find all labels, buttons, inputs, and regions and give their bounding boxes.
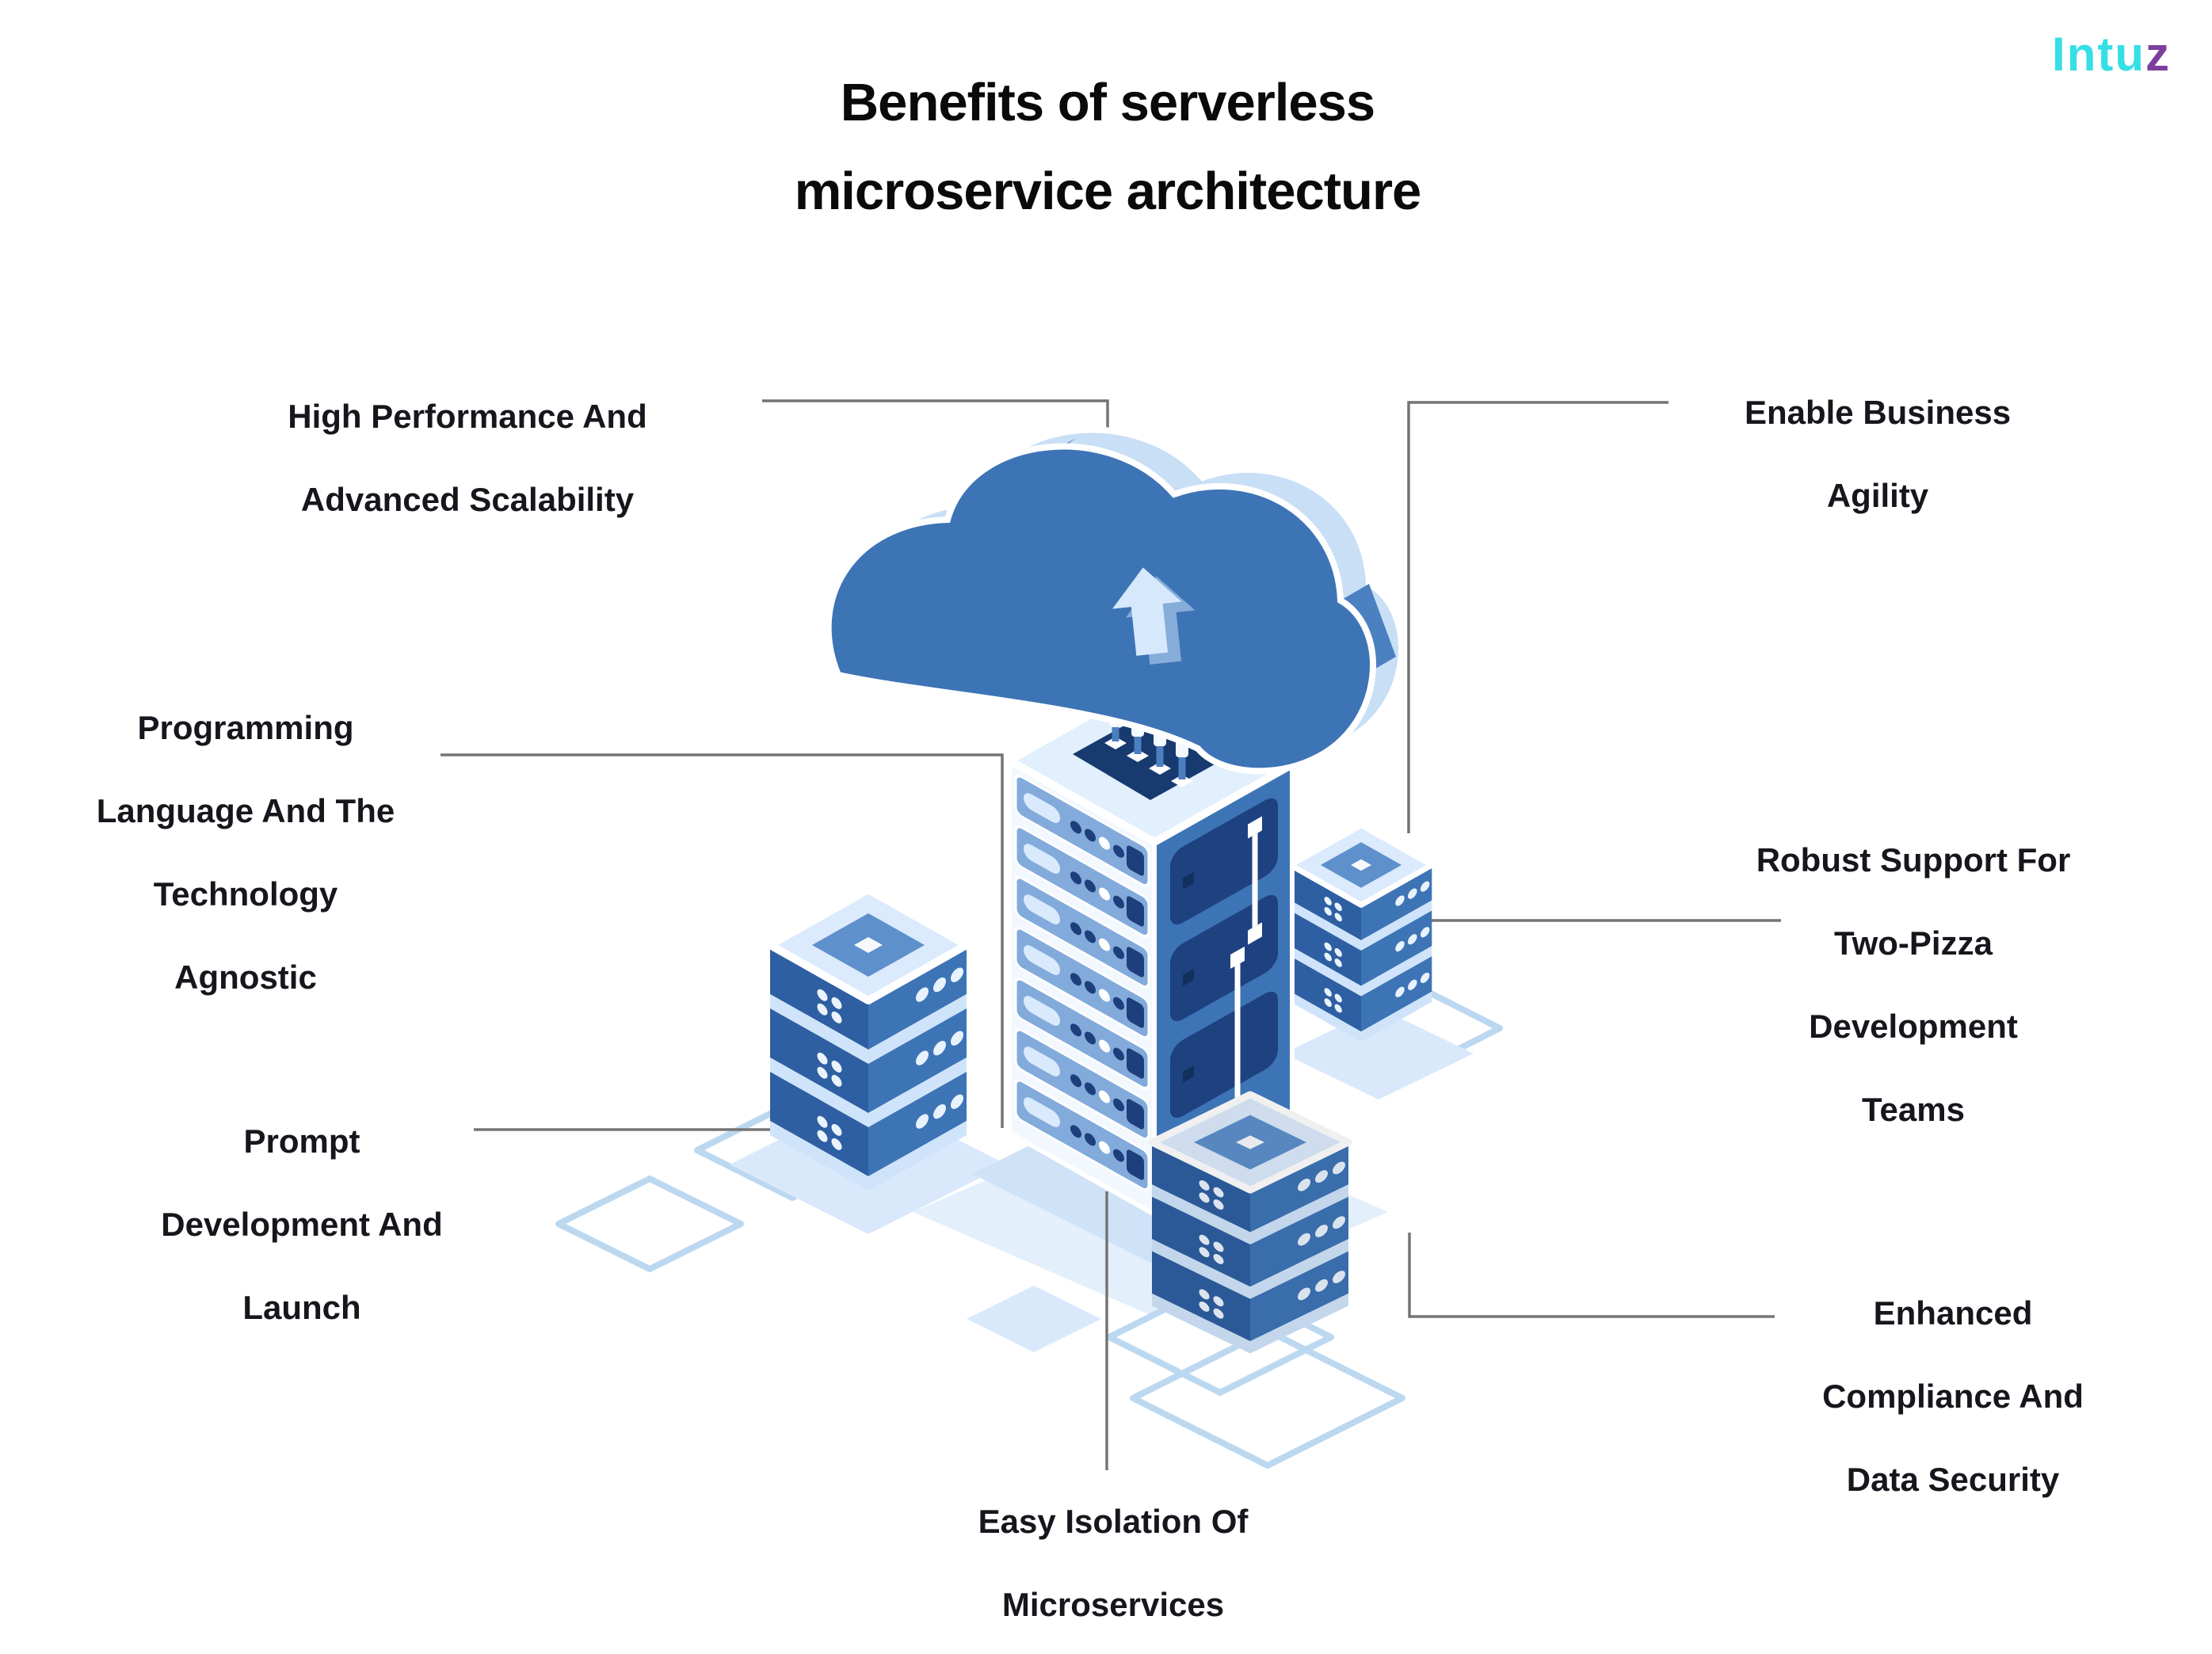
benefit-line: Teams xyxy=(1862,1091,1965,1128)
benefit-line: Microservices xyxy=(1001,1586,1225,1623)
logo-text: Intu xyxy=(2052,28,2145,81)
benefit-line: Agility xyxy=(1826,477,1929,514)
connector-lines xyxy=(440,399,1781,1470)
connector-language-agnostic xyxy=(440,753,1004,1128)
benefit-business-agility: Enable Business Agility xyxy=(1600,371,2155,537)
connector-compliance xyxy=(1408,1233,1775,1318)
benefit-line: Technology xyxy=(153,875,338,913)
page-title-line1: Benefits of serverless xyxy=(840,73,1375,132)
cable-sockets xyxy=(1104,737,1193,787)
benefit-line: Enhanced xyxy=(1873,1294,2033,1332)
page-title: Benefits of serverless microservice arch… xyxy=(553,59,1662,236)
logo-z: z xyxy=(2145,28,2171,81)
upload-arrow-icon xyxy=(1112,567,1196,665)
intuz-logo: Intuz xyxy=(2052,27,2171,82)
connector-business-agility xyxy=(1407,401,1669,833)
benefit-easy-isolation: Easy Isolation Of Microservices xyxy=(875,1480,1351,1646)
benefit-compliance-security: Enhanced Compliance And Data Security xyxy=(1676,1271,2212,1521)
benefit-two-pizza-teams: Robust Support For Two-Pizza Development… xyxy=(1636,818,2191,1151)
benefit-line: Development And xyxy=(161,1206,443,1243)
benefit-line: Enable Business xyxy=(1744,394,2012,431)
benefit-line: Robust Support For xyxy=(1756,841,2071,878)
cloud-icon xyxy=(825,426,1405,775)
benefit-line: Compliance And xyxy=(1822,1378,2084,1415)
server-stack-bottom xyxy=(1152,1095,1348,1354)
benefit-line: Prompt xyxy=(243,1122,360,1160)
benefit-line: Language And The xyxy=(96,792,395,829)
page-title-line2: microservice architecture xyxy=(794,162,1422,221)
benefit-line: High Performance And xyxy=(288,398,647,435)
benefit-line: Data Security xyxy=(1846,1461,2060,1498)
benefit-prompt-development: Prompt Development And Launch xyxy=(64,1099,540,1349)
server-stack-left xyxy=(770,890,967,1191)
benefit-language-agnostic: Programming Language And The Technology … xyxy=(8,686,483,1019)
benefit-line: Two-Pizza xyxy=(1834,924,1993,962)
benefit-line: Advanced Scalability xyxy=(300,481,635,518)
benefit-high-performance: High Performance And Advanced Scalabilit… xyxy=(190,375,745,541)
benefit-line: Development xyxy=(1809,1008,2018,1045)
benefit-line: Launch xyxy=(242,1289,361,1326)
benefit-line: Easy Isolation Of xyxy=(978,1503,1249,1540)
benefit-line: Agnostic xyxy=(174,958,317,996)
benefit-line: Programming xyxy=(137,709,354,746)
server-stack-right xyxy=(1291,825,1432,1042)
